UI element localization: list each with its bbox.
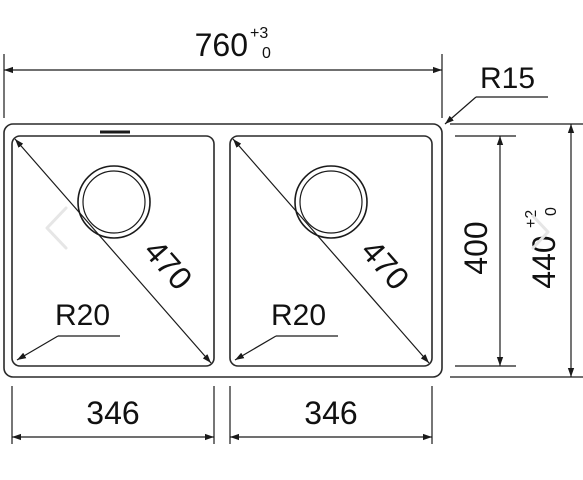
left-radius-leader: [16, 335, 59, 361]
right-bowl-width-label: 346: [304, 395, 357, 431]
right-drain-inner-circle: [299, 170, 363, 234]
right-bowl-radius-label: R20: [271, 299, 326, 332]
left-drain-circle: [77, 165, 151, 239]
overall-depth-tol-upper: +2: [523, 210, 540, 228]
chevron-right-icon[interactable]: [531, 214, 550, 250]
overall-width-tol-upper: +3: [250, 25, 268, 42]
right-drain-circle: [294, 165, 368, 239]
right-radius-leader: [234, 335, 277, 361]
overall-depth-value: 440: [526, 235, 562, 288]
left-diagonal-label: 470: [137, 233, 199, 297]
left-diagonal-dim-line: [14, 138, 212, 364]
left-bowl-width-label: 346: [86, 395, 139, 431]
outer-radius-leader: [444, 96, 477, 125]
right-diagonal-dim-line: [232, 138, 430, 364]
bowl-depth-label: 400: [458, 221, 494, 274]
sink-outer-outline: [3, 123, 443, 378]
chevron-left-icon[interactable]: [45, 206, 68, 250]
right-diagonal-label: 470: [354, 233, 416, 297]
outer-radius-label: R15: [480, 62, 535, 95]
right-bowl-outline: [229, 135, 433, 367]
overall-width-value: 760: [195, 27, 248, 63]
overall-width-tol-lower: 0: [262, 45, 271, 62]
left-drain-inner-circle: [82, 170, 146, 234]
left-bowl-radius-label: R20: [55, 299, 110, 332]
left-bowl-outline: [11, 135, 215, 367]
overall-depth-tol-lower: 0: [543, 207, 560, 216]
